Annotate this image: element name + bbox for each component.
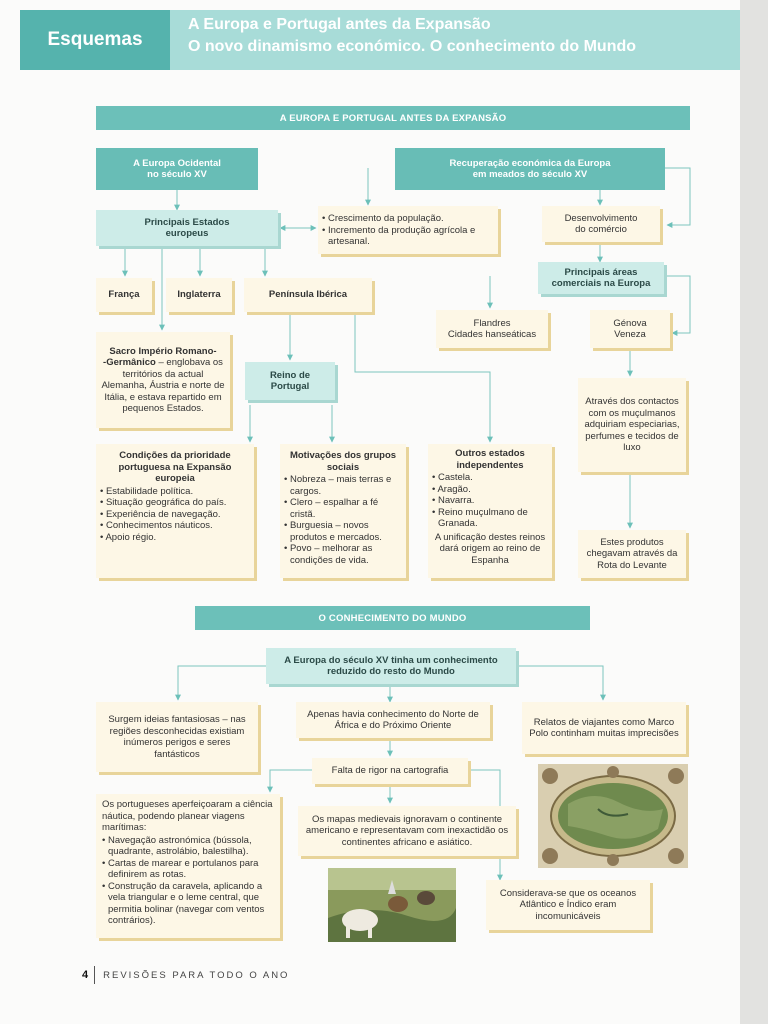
box-mapas-medievais: Os mapas medievais ignoravam o continent… — [298, 806, 516, 856]
genova-line2: Veneza — [614, 329, 646, 340]
box-contactos-muculmanos: Através dos contactos com os muçulmanos … — [578, 378, 686, 472]
section-title-europa-portugal: A EUROPA E PORTUGAL ANTES DA EXPANSÃO — [96, 106, 690, 130]
principais-estados-line1: Principais Estados — [144, 216, 230, 228]
box-inglaterra: Inglaterra — [166, 278, 232, 312]
motivacoes-item-2: Clero – espalhar a fé cristã. — [284, 497, 402, 520]
recuperacao-line2: em meados do século XV — [472, 169, 588, 180]
box-ideias-fantasiosas: Surgem ideias fantasiosas – nas regiões … — [96, 702, 258, 772]
page-header: Esquemas A Europa e Portugal antes da Ex… — [20, 10, 740, 70]
condicoes-item-1: Estabilidade política. — [100, 486, 250, 498]
box-outros-estados: Outros estados independentes Castela. Ar… — [428, 444, 552, 578]
condicoes-title: Condições da prioridade portuguesa na Ex… — [118, 450, 232, 484]
page-footer: 4 REVISÕES PARA TODO O ANO — [82, 966, 289, 984]
box-relatos-viajantes: Relatos de viajantes como Marco Polo con… — [522, 702, 686, 754]
outros-estados-note: A unificação destes reinos dará origem a… — [434, 531, 546, 566]
box-europa-ocidental: A Europa Ocidental no século XV — [96, 148, 258, 190]
europa-ocidental-line1: A Europa Ocidental — [133, 157, 221, 169]
areas-comerciais-line1: Principais áreas — [564, 266, 638, 278]
footer-separator — [94, 966, 96, 984]
crescimento-item-2: Incremento da produção agrícola e artesa… — [322, 225, 494, 248]
condicoes-item-3: Experiência de navegação. — [100, 509, 250, 521]
desenvolvimento-line1: Desenvolvimento — [564, 212, 638, 224]
outros-estados-title: Outros estados independentes — [455, 448, 525, 471]
outros-estados-item-3: Navarra. — [432, 495, 548, 507]
europa-xv-line2: reduzido do resto do Mundo — [327, 666, 455, 677]
reino-portugal-line1: Reino de — [269, 369, 311, 381]
desenvolvimento-line2: do comércio — [575, 224, 627, 235]
box-peninsula-iberica: Península Ibérica — [244, 278, 372, 312]
condicoes-item-5: Apoio régio. — [100, 532, 250, 544]
footer-text: REVISÕES PARA TODO O ANO — [103, 969, 290, 981]
box-portugueses-ciencia-nautica: Os portugueses aperfeiçoaram a ciência n… — [96, 794, 280, 938]
areas-comerciais-line2: comerciais na Europa — [551, 278, 651, 289]
condicoes-item-4: Conhecimentos náuticos. — [100, 520, 250, 532]
portugueses-item-3: Construção da caravela, aplicando a vela… — [102, 881, 274, 927]
box-oceanos-incomunicaveis: Considerava-se que os oceanos Atlântico … — [486, 880, 650, 930]
box-conhecimento-norte-africa: Apenas havia conhecimento do Norte de Áf… — [296, 702, 490, 738]
page-number: 4 — [82, 969, 89, 981]
box-rota-levante: Estes produtos chegavam através da Rota … — [578, 530, 686, 578]
header-title-line2: O novo dinamismo económico. O conhecimen… — [188, 38, 637, 55]
principais-estados-line2: europeus — [165, 228, 209, 239]
box-falta-rigor: Falta de rigor na cartografia — [312, 758, 468, 784]
portugueses-item-1: Navegação astronómica (bússola, quadrant… — [102, 835, 274, 858]
box-europa-seculo-xv: A Europa do século XV tinha um conhecime… — [266, 648, 516, 684]
medieval-map-image — [538, 764, 688, 868]
fantastic-creatures-image — [328, 868, 456, 942]
outros-estados-item-4: Reino muçulmano de Granada. — [432, 507, 548, 530]
box-condicoes-prioridade: Condições da prioridade portuguesa na Ex… — [96, 444, 254, 578]
motivacoes-item-1: Nobreza – mais terras e cargos. — [284, 474, 402, 497]
box-reino-portugal: Reino de Portugal — [245, 362, 335, 400]
box-areas-comerciais: Principais áreas comerciais na Europa — [538, 262, 664, 294]
outros-estados-item-1: Castela. — [432, 472, 548, 484]
recuperacao-line1: Recuperação económica da Europa — [449, 157, 611, 169]
sacro-imperio-text: – englobava os territórios da actual Ale… — [101, 357, 225, 414]
motivacoes-item-4: Povo – melhorar as condições de vida. — [284, 543, 402, 566]
outros-estados-item-2: Aragão. — [432, 484, 548, 496]
section-title-conhecimento-mundo: O CONHECIMENTO DO MUNDO — [195, 606, 590, 630]
box-franca: França — [96, 278, 152, 312]
portugueses-item-2: Cartas de marear e portulanos para defin… — [102, 858, 274, 881]
condicoes-item-2: Situação geográfica do país. — [100, 497, 250, 509]
header-label: Esquemas — [20, 10, 170, 70]
box-motivacoes-grupos: Motivações dos grupos sociais Nobreza – … — [280, 444, 406, 578]
motivacoes-title: Motivações dos grupos sociais — [289, 450, 397, 473]
europa-xv-line1: A Europa do século XV tinha um conhecime… — [284, 654, 498, 666]
box-sacro-imperio: Sacro Império Romano- -Germânico – englo… — [96, 332, 230, 428]
sacro-imperio-title: Sacro Império Romano- -Germânico — [103, 345, 217, 369]
box-genova-veneza: Génova Veneza — [590, 310, 670, 348]
header-title-line1: A Europa e Portugal antes da Expansão — [188, 16, 491, 33]
box-desenvolvimento-comercio: Desenvolvimento do comércio — [542, 206, 660, 242]
box-flandres: Flandres Cidades hanseáticas — [436, 310, 548, 348]
portugueses-intro: Os portugueses aperfeiçoaram a ciência n… — [102, 799, 273, 833]
crescimento-item-1: Crescimento da população. — [322, 213, 494, 225]
flandres-line2: Cidades hanseáticas — [447, 329, 537, 340]
motivacoes-item-3: Burguesia – novos produtos e mercados. — [284, 520, 402, 543]
europa-ocidental-line2: no século XV — [147, 169, 207, 180]
box-recuperacao-economica: Recuperação económica da Europa em meado… — [395, 148, 665, 190]
box-crescimento: Crescimento da população. Incremento da … — [318, 206, 498, 254]
book-spine-shadow — [740, 0, 768, 1024]
genova-line1: Génova — [613, 317, 647, 329]
flandres-line1: Flandres — [473, 317, 511, 329]
reino-portugal-line2: Portugal — [270, 381, 310, 392]
box-principais-estados: Principais Estados europeus — [96, 210, 278, 246]
